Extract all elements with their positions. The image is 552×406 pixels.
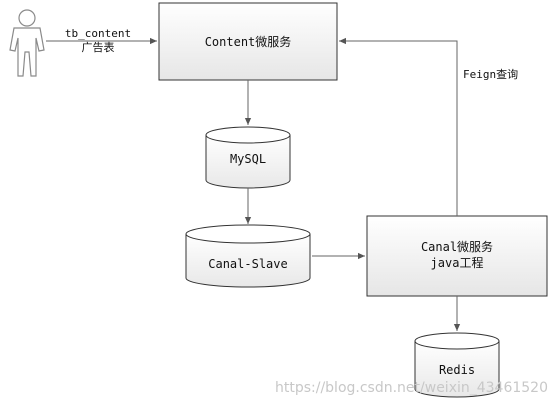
redis-label: Redis [439,363,475,377]
canal-service-label-line2: java工程 [431,255,484,270]
redis-database-node[interactable]: Redis [414,332,500,398]
canal-service-node[interactable]: Canal微服务 java工程 [366,215,548,297]
canal-slave-node[interactable]: Canal-Slave [185,224,311,288]
actor-label-line2: 广告表 [82,40,115,54]
user-actor-icon [9,9,45,77]
canal-slave-label: Canal-Slave [208,257,287,271]
edge-canal-to-content-feign [339,37,458,216]
content-service-label: Content微服务 [205,34,292,49]
watermark-text: https://blog.csdn.net/weixin_43461520 [275,380,548,396]
content-service-node[interactable]: Content微服务 [158,2,338,81]
canal-service-label-line1: Canal微服务 [421,239,493,254]
feign-query-label: Feign查询 [463,67,518,81]
actor-label-line1: tb_content [65,27,131,40]
mysql-database-node[interactable]: MySQL [205,126,291,189]
mysql-label: MySQL [230,152,266,166]
